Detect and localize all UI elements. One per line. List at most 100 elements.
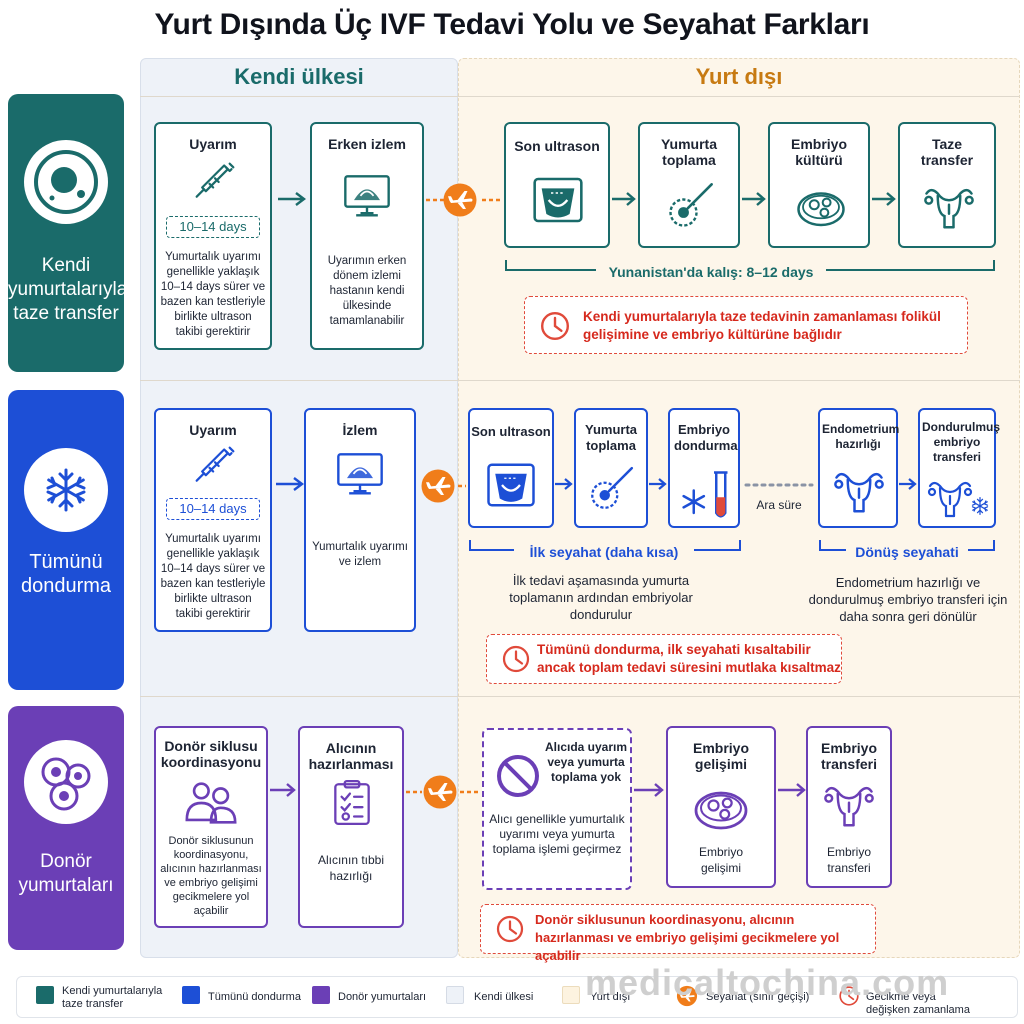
row-label-text: Donör yumurtaları (18, 851, 114, 896)
arrow-icon (899, 478, 917, 490)
step-title: Endometrium hazırlığı (822, 422, 900, 451)
step-description: Alıcının tıbbi hazırlığı (317, 853, 385, 883)
header-divider (140, 96, 1020, 97)
legend-swatch (36, 986, 54, 1004)
step-embryo-development: Embriyo gelişimi Embriyo gelişimi (666, 726, 776, 888)
syringe-icon (193, 160, 237, 204)
freeze-all-note: Tümünü dondurma, ilk seyahati kısaltabil… (486, 634, 842, 684)
first-trip-description: İlk tedavi aşamasında yumurta toplamanın… (509, 573, 693, 622)
legend-swatch (182, 986, 200, 1004)
row-label-fresh-transfer: Kendi yumurtalarıyla taze transfer (8, 94, 128, 372)
freeze-tube-icon (678, 468, 732, 522)
step-title: Embriyo kültürü (790, 136, 847, 168)
row-label-text: Kendi yumurtalarıyla taze transfer (8, 255, 128, 324)
clipboard-icon (327, 778, 377, 828)
row-divider (140, 696, 1020, 697)
plane-icon (406, 775, 480, 809)
step-fresh-transfer: Taze transfer (898, 122, 996, 248)
egg-retrieval-icon (664, 180, 716, 232)
arrow-icon (742, 192, 766, 206)
step-egg-retrieval: Yumurta toplama (638, 122, 740, 248)
step-embryo-transfer: Embriyo transferi Embriyo transferi (806, 726, 892, 888)
interval-dots (744, 483, 814, 487)
donor-delay-note: Donör siklusunun koordinasyonu, alıcının… (480, 904, 876, 963)
ultrasound-monitor-icon (341, 172, 393, 224)
snowflake-icon (970, 496, 990, 516)
petri-dish-icon (794, 180, 848, 234)
step-title: Dondurulmuş embriyo transferi (922, 420, 1000, 464)
arrow-icon (649, 478, 667, 490)
step-description: Embriyo gelişimi (698, 845, 743, 875)
return-trip-label: Dönüş seyahati (846, 544, 968, 560)
first-trip-label: İlk seyahat (daha kısa) (514, 544, 694, 560)
step-donor-coordination: Donör siklusu koordinasyonu Donör siklus… (154, 726, 268, 928)
step-endometrium-prep: Endometrium hazırlığı (818, 408, 900, 528)
uterus-icon (822, 778, 876, 832)
step-no-stimulation: Alıcıda uyarım veya yumurta toplama yok … (482, 728, 632, 890)
step-stimulation: Uyarım 10–14 days Yumurtalık uyarımı gen… (154, 408, 272, 632)
step-description: Uyarımın erken dönem izlemi hastanın ken… (327, 255, 407, 327)
step-title: Embriyo transferi (820, 740, 878, 772)
step-embryo-culture: Embriyo kültürü (768, 122, 870, 248)
donor-eggs-icon (24, 740, 108, 824)
arrow-icon (278, 192, 306, 206)
return-trip-description: Endometrium hazırlığı ve dondurulmuş emb… (808, 575, 1008, 624)
legend-label: Donör yumurtaları (338, 991, 427, 1003)
no-symbol-icon (494, 752, 542, 800)
legend-label: Kendi yumurtalarıyla taze transfer (62, 985, 163, 1010)
plane-icon (426, 183, 502, 217)
step-egg-retrieval: Yumurta toplama (574, 408, 648, 528)
snowflake-icon (24, 448, 108, 532)
arrow-icon (276, 477, 304, 491)
step-early-monitoring: Erken izlem Uyarımın erken dönem izlemi … (310, 122, 424, 350)
syringe-icon (193, 444, 237, 488)
legend-swatch (312, 986, 330, 1004)
step-title: Yumurta toplama (584, 422, 637, 453)
step-description: Yumurtalık uyarımı ve izlem (312, 541, 408, 568)
step-description: Yumurtalık uyarımı genellikle yaklaşık 1… (160, 251, 266, 338)
step-title: Donör siklusu koordinasyonu (160, 738, 262, 770)
people-icon (182, 774, 240, 832)
row-label-text: Tümünü dondurma (20, 551, 112, 597)
timing-note: Kendi yumurtalarıyla taze tedavinin zama… (524, 296, 968, 354)
arrow-icon (778, 783, 806, 797)
step-description: Yumurtalık uyarımı genellikle yaklaşık 1… (160, 533, 266, 620)
legend-label: Kendi ülkesi (474, 991, 534, 1003)
egg-cell-icon (24, 140, 108, 224)
note-text: Donör siklusunun koordinasyonu, alıcının… (535, 912, 840, 963)
uterus-icon (832, 464, 886, 518)
note-text: Kendi yumurtalarıyla taze tedavinin zama… (583, 309, 941, 342)
step-embryo-freezing: Embriyo dondurma (668, 408, 740, 528)
step-description: Donör siklusunun koordinasyonu, alıcının… (160, 835, 262, 917)
step-title: İzlem (342, 422, 378, 438)
step-monitoring: İzlem Yumurtalık uyarımı ve izlem (304, 408, 416, 632)
abroad-column-header: Yurt dışı (695, 64, 783, 89)
step-title: Embriyo dondurma (674, 422, 738, 453)
plane-icon (421, 469, 466, 503)
legend-label: Yurt dışı (590, 991, 631, 1003)
page-title: Yurt Dışında Üç IVF Tedavi Yolu ve Seyah… (154, 8, 870, 41)
row-label-freeze-all: Tümünü dondurma (8, 390, 124, 690)
step-title: Erken izlem (328, 136, 406, 152)
legend-swatch (562, 986, 580, 1004)
uterus-icon (922, 180, 976, 234)
petri-dish-icon (691, 778, 751, 838)
home-column-header: Kendi ülkesi (234, 64, 364, 89)
watermark: medicaltochina.com (585, 962, 950, 1003)
step-final-ultrasound: Son ultrason (504, 122, 610, 248)
clock-icon (495, 914, 525, 944)
step-stimulation: Uyarım 10–14 days Yumurtalık uyarımı gen… (154, 122, 272, 350)
step-title: Embriyo gelişimi (692, 740, 749, 772)
clock-icon (501, 644, 531, 674)
arrow-icon (634, 783, 664, 797)
arrow-icon (555, 478, 573, 490)
clock-icon (539, 310, 571, 342)
arrow-icon (872, 192, 896, 206)
note-text: Tümünü dondurma, ilk seyahati kısaltabil… (537, 642, 841, 675)
duration-badge: 10–14 days (166, 216, 260, 238)
step-title: Yumurta toplama (660, 136, 717, 168)
ultrasound-scan-icon (484, 458, 538, 512)
step-description: Alıcı genellikle yumurtalık uyarımı veya… (489, 812, 625, 856)
step-title: Alıcının hazırlanması (308, 740, 394, 772)
legend-label: Tümünü dondurma (208, 991, 301, 1003)
